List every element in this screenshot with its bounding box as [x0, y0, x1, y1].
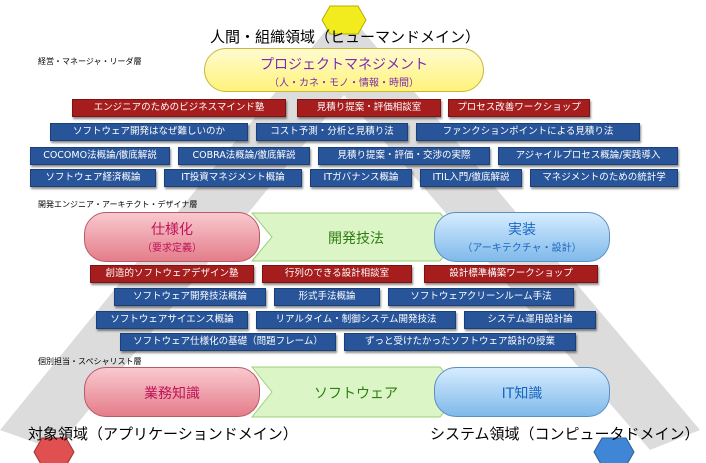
course-cost-prediction[interactable]: コスト予測・分析と見積り法	[256, 123, 408, 141]
spec-title: 仕様化	[151, 222, 193, 238]
project-management-box: プロジェクトマネジメント （人・カネ・モノ・情報・時間）	[204, 48, 484, 92]
application-domain-title: 対象領域（アプリケーションドメイン）	[28, 425, 298, 443]
management-layer-label: 経営・マネージャ・リーダ層	[38, 57, 142, 66]
pm-subtitle: （人・カネ・モノ・情報・時間）	[269, 78, 419, 89]
course-formal-methods[interactable]: 形式手法概論	[274, 288, 380, 306]
pm-title: プロジェクトマネジメント	[260, 57, 428, 73]
application-domain-hexagon	[33, 437, 75, 463]
course-realtime-control[interactable]: リアルタイム・制御システム開発技法	[256, 311, 456, 329]
impl-title: 実装	[508, 222, 536, 238]
course-dev-methods[interactable]: ソフトウェア開発技法概論	[114, 288, 266, 306]
it-knowledge-box: IT知識	[434, 367, 610, 417]
course-spec-basics[interactable]: ソフトウェア仕様化の基礎（問題フレーム）	[120, 333, 336, 351]
course-it-governance[interactable]: ITガバナンス概論	[310, 169, 412, 187]
spec-subtitle: （要求定義）	[142, 243, 202, 254]
course-statistics[interactable]: マネジメントのための統計学	[530, 169, 678, 187]
implementation-box: 実装 （アーキテクチャ・設計）	[434, 212, 610, 262]
specialist-layer-label: 個別担当・スペシャリスト層	[38, 357, 142, 366]
business-knowledge-box: 業務知識	[84, 367, 260, 417]
impl-subtitle: （アーキテクチャ・設計）	[462, 243, 582, 254]
software-label: ソフトウェア	[314, 386, 398, 402]
course-estimate-negotiation[interactable]: 見積り提案・評価・交渉の実際	[318, 147, 490, 165]
it-knowledge-label: IT知識	[501, 386, 543, 402]
course-design-standard[interactable]: 設計標準構築ワークショップ	[424, 265, 598, 283]
course-business-mind[interactable]: エンジニアのためのビジネスマインド塾	[72, 99, 286, 117]
human-domain-title: 人間・組織領域（ヒューマンドメイン）	[210, 28, 481, 46]
course-design-class[interactable]: ずっと受けたかったソフトウェア設計の授業	[344, 333, 576, 351]
method-label: 開発技法	[328, 231, 384, 247]
software-chevron	[250, 366, 461, 418]
course-cocomo[interactable]: COCOMO法概論/徹底解説	[30, 147, 170, 165]
course-operation-design[interactable]: システム運用設計論	[464, 311, 596, 329]
course-creative-design[interactable]: 創造的ソフトウェアデザイン塾	[90, 265, 254, 283]
course-software-economics[interactable]: ソフトウェア経済概論	[30, 169, 156, 187]
method-chevron	[250, 212, 461, 262]
course-function-point[interactable]: ファンクションポイントによる見積り法	[416, 123, 640, 141]
human-domain-hexagon	[321, 5, 367, 35]
course-agile[interactable]: アジャイルプロセス概論/実践導入	[498, 147, 678, 165]
development-layer-label: 開発エンジニア・アーキテクト・デザイナ層	[38, 200, 198, 209]
business-knowledge-label: 業務知識	[144, 386, 200, 402]
course-design-consult[interactable]: 行列のできる設計相談室	[262, 265, 412, 283]
domain-triangle-band	[0, 18, 700, 450]
course-it-investment[interactable]: IT投資マネジメント概論	[164, 169, 302, 187]
computer-domain-hexagon	[593, 437, 635, 463]
course-why-software-hard[interactable]: ソフトウェア開発はなぜ難しいのか	[50, 123, 248, 141]
course-itil[interactable]: ITIL入門/徹底解説	[420, 169, 522, 187]
course-cobra[interactable]: COBRA法概論/徹底解説	[178, 147, 310, 165]
course-process-improvement[interactable]: プロセス改善ワークショップ	[448, 99, 590, 117]
computer-domain-title: システム領域（コンピュータドメイン）	[430, 425, 700, 443]
specification-box: 仕様化 （要求定義）	[84, 212, 260, 262]
course-software-science[interactable]: ソフトウェアサイエンス概論	[96, 311, 248, 329]
course-cleanroom[interactable]: ソフトウェアクリーンルーム手法	[388, 288, 574, 306]
course-estimate-consult[interactable]: 見積り提案・評価相談室	[297, 99, 441, 117]
